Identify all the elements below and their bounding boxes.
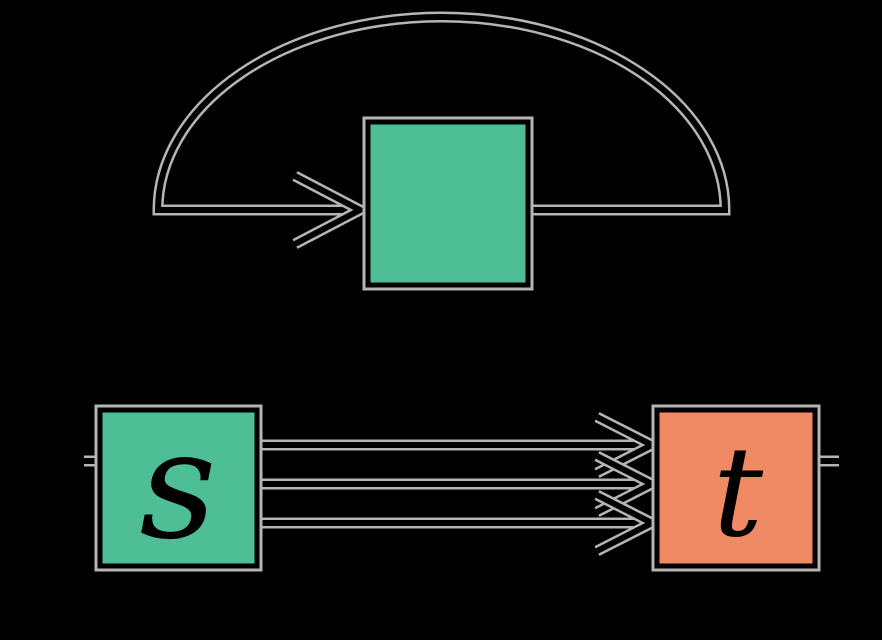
self-loop-edge xyxy=(154,14,729,213)
parallel-edges-subdiagram: s t xyxy=(84,399,839,573)
edge-s-t-3 xyxy=(257,490,665,556)
target-node-label: t xyxy=(713,420,764,565)
source-node-label: s xyxy=(140,399,217,573)
edge-s-t-1 xyxy=(257,412,665,478)
source-node xyxy=(97,407,260,569)
self-loop-subdiagram xyxy=(152,11,731,291)
loop-node xyxy=(365,119,531,288)
self-loop-arrowhead-icon xyxy=(293,173,367,247)
target-node xyxy=(654,407,818,569)
edge-s-t-2 xyxy=(257,451,665,517)
